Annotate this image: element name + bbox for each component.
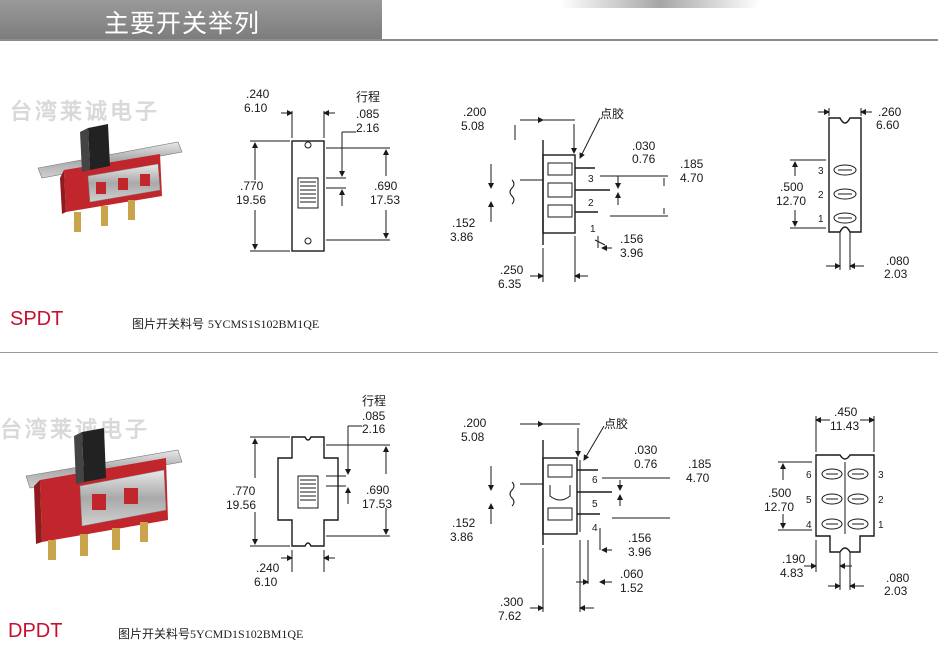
- dpdt-pitch-in: .156: [628, 531, 652, 545]
- spdt-part-prefix: 图片开关料号: [132, 317, 205, 331]
- dpdt-foot-in: .080: [886, 571, 910, 585]
- dpdt-bottom-pin-6: 6: [806, 470, 812, 481]
- spdt-height-mm: 19.56: [236, 193, 266, 207]
- spdt-side-view: .200 5.08 点胶 .030 0.76 .185 4.70 .152 3.…: [450, 105, 704, 291]
- spdt-foot-mm: 2.03: [884, 267, 908, 281]
- dpdt-travel-in: .085: [362, 409, 386, 423]
- dpdt-bottom-pin-4: 4: [806, 520, 812, 531]
- dpdt-bottom-span-in: .500: [768, 486, 792, 500]
- spdt-front-width-mm: 6.10: [244, 101, 268, 115]
- spdt-side-pin-3: 3: [588, 174, 594, 185]
- spdt-bottom-pin-1: 1: [818, 214, 824, 225]
- dpdt-pin-in: .185: [688, 457, 712, 471]
- spdt-depth-mm: 6.35: [498, 277, 522, 291]
- dpdt-inner-mm: 17.53: [362, 497, 392, 511]
- dpdt-depth-in: .300: [500, 595, 524, 609]
- dpdt-travel-label: 行程: [362, 393, 386, 408]
- dpdt-front-width-mm: 6.10: [254, 575, 278, 589]
- spdt-front-view: .240 6.10 行程 .085 2.16 .770 19.56 .690 1…: [236, 87, 400, 252]
- spdt-bottom-width-mm: 6.60: [876, 118, 900, 132]
- spdt-depth-in: .250: [500, 263, 524, 277]
- dpdt-glue-label: 点胶: [604, 416, 628, 431]
- spdt-travel-in: .085: [356, 107, 380, 121]
- spdt-travel-mm: 2.16: [356, 121, 380, 135]
- watermark-spdt: 台湾莱诚电子: [10, 100, 161, 125]
- spdt-pitch-in: .156: [620, 232, 644, 246]
- dpdt-t1-mm: 0.76: [634, 457, 658, 471]
- watermark-dpdt: 台湾莱诚电子: [0, 418, 151, 443]
- spdt-part-code: 5YCMS1S102BM1QE: [207, 317, 320, 331]
- dpdt-bottom-view: .450 11.43 .500 12.70 .190 4.83 .080 2.0…: [764, 405, 910, 598]
- dpdt-bottom-row-in: .190: [782, 552, 806, 566]
- spdt-gap-mm: 3.86: [450, 230, 474, 244]
- spdt-foot-in: .080: [886, 254, 910, 268]
- spdt-bottom-span-mm: 12.70: [776, 194, 806, 208]
- dpdt-type-label: DPDT: [8, 620, 63, 642]
- dpdt-pitch-mm: 3.96: [628, 545, 652, 559]
- dpdt-pin-mm: 4.70: [686, 471, 710, 485]
- spdt-t1-mm: 0.76: [632, 152, 656, 166]
- spdt-height-in: .770: [240, 179, 264, 193]
- dpdt-bottom-row-mm: 4.83: [780, 566, 804, 580]
- spdt-pitch-mm: 3.96: [620, 246, 644, 260]
- header-divider: [0, 39, 938, 41]
- dpdt-side-top-in: .200: [463, 416, 487, 430]
- spdt-gap-in: .152: [452, 216, 476, 230]
- spdt-inner-in: .690: [374, 179, 398, 193]
- dpdt-side-pin-6: 6: [592, 475, 598, 486]
- dpdt-bottom-pin-1: 1: [878, 520, 884, 531]
- dpdt-bottom-width-in: .450: [834, 405, 858, 419]
- spdt-glue-label: 点胶: [600, 106, 624, 121]
- dpdt-row-in: .060: [620, 567, 644, 581]
- section-divider: [0, 352, 938, 353]
- spdt-side-top-mm: 5.08: [461, 119, 485, 133]
- dpdt-gap-in: .152: [452, 516, 476, 530]
- spdt-type-label: SPDT: [10, 308, 64, 330]
- dpdt-side-pin-4: 4: [592, 523, 598, 534]
- dpdt-front-view: 行程 .085 2.16 .770 19.56 .690 17.53 .240 …: [226, 393, 392, 589]
- header-shadow: [560, 0, 760, 8]
- spdt-side-pin-2: 2: [588, 198, 594, 209]
- spdt-t1-in: .030: [632, 139, 656, 153]
- spdt-part-label: 图片开关料号 5YCMS1S102BM1QE: [132, 315, 319, 332]
- spdt-front-width-in: .240: [246, 87, 270, 101]
- spdt-inner-mm: 17.53: [370, 193, 400, 207]
- dpdt-gap-mm: 3.86: [450, 530, 474, 544]
- dpdt-front-width-in: .240: [256, 561, 280, 575]
- spdt-bottom-span-in: .500: [780, 180, 804, 194]
- dpdt-bottom-pin-2: 2: [878, 495, 884, 506]
- page-title: 主要开关举列: [104, 9, 261, 38]
- dpdt-inner-in: .690: [366, 483, 390, 497]
- dpdt-bottom-pin-5: 5: [806, 495, 812, 506]
- dpdt-t1-in: .030: [634, 443, 658, 457]
- spdt-bottom-width-in: .260: [878, 105, 902, 119]
- dpdt-part-label: 图片开关料号5YCMD1S102BM1QE: [118, 625, 303, 642]
- spdt-bottom-pin-3: 3: [818, 166, 824, 177]
- dpdt-height-in: .770: [232, 484, 256, 498]
- spdt-photo: [37, 124, 183, 232]
- dpdt-side-view: .200 5.08 点胶 .030 0.76 .185 4.70 .152 3.…: [450, 416, 712, 623]
- dpdt-foot-mm: 2.03: [884, 584, 908, 598]
- dpdt-bottom-width-mm: 11.43: [830, 419, 859, 433]
- dpdt-travel-mm: 2.16: [362, 422, 386, 436]
- spdt-pin-mm: 4.70: [680, 171, 704, 185]
- dpdt-height-mm: 19.56: [226, 498, 256, 512]
- dpdt-photo: [25, 428, 183, 560]
- spdt-side-top-in: .200: [463, 105, 487, 119]
- dpdt-bottom-pin-3: 3: [878, 470, 884, 481]
- dpdt-side-top-mm: 5.08: [461, 430, 485, 444]
- spdt-bottom-pin-2: 2: [818, 190, 824, 201]
- dpdt-part-prefix: 图片开关料号: [118, 627, 191, 641]
- spdt-side-pin-1: 1: [590, 224, 596, 235]
- spdt-bottom-view: .260 6.60 .500 12.70 .080 2.03 3 2 1: [776, 105, 910, 281]
- dpdt-row-mm: 1.52: [620, 581, 644, 595]
- header-bar: [0, 0, 382, 40]
- spdt-pin-in: .185: [680, 157, 704, 171]
- dpdt-depth-mm: 7.62: [498, 609, 522, 623]
- dpdt-side-pin-5: 5: [592, 499, 598, 510]
- dpdt-bottom-span-mm: 12.70: [764, 500, 794, 514]
- dpdt-part-code: 5YCMD1S102BM1QE: [190, 627, 304, 641]
- spdt-travel-label: 行程: [356, 89, 380, 104]
